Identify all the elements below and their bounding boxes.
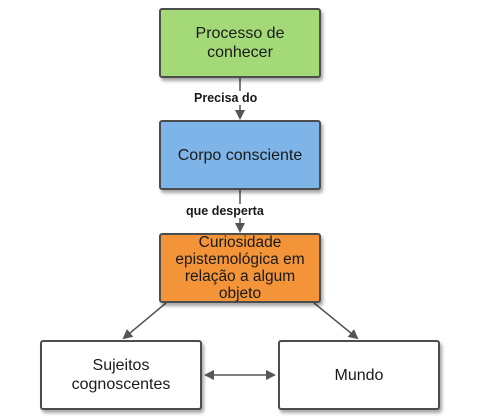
node-label: Curiosidade epistemológica em relação a …	[175, 234, 305, 302]
node-curiosidade-epistemologica: Curiosidade epistemológica em relação a …	[159, 233, 321, 303]
node-label: Corpo consciente	[177, 146, 303, 164]
edge-n3-n4	[122, 302, 167, 340]
node-label: Processo de conhecer	[195, 25, 285, 61]
edge-n3-n5	[313, 302, 359, 340]
edge-label-que-desperta: que desperta	[186, 204, 264, 218]
node-label: Mundo	[334, 366, 384, 384]
node-label: Sujeitos cognoscentes	[71, 357, 171, 393]
node-mundo: Mundo	[278, 340, 440, 410]
edge-label-precisa-do: Precisa do	[194, 91, 258, 105]
node-processo-de-conhecer: Processo de conhecer	[159, 8, 321, 78]
node-corpo-consciente: Corpo consciente	[159, 120, 321, 190]
node-sujeitos-cognoscentes: Sujeitos cognoscentes	[40, 340, 202, 410]
